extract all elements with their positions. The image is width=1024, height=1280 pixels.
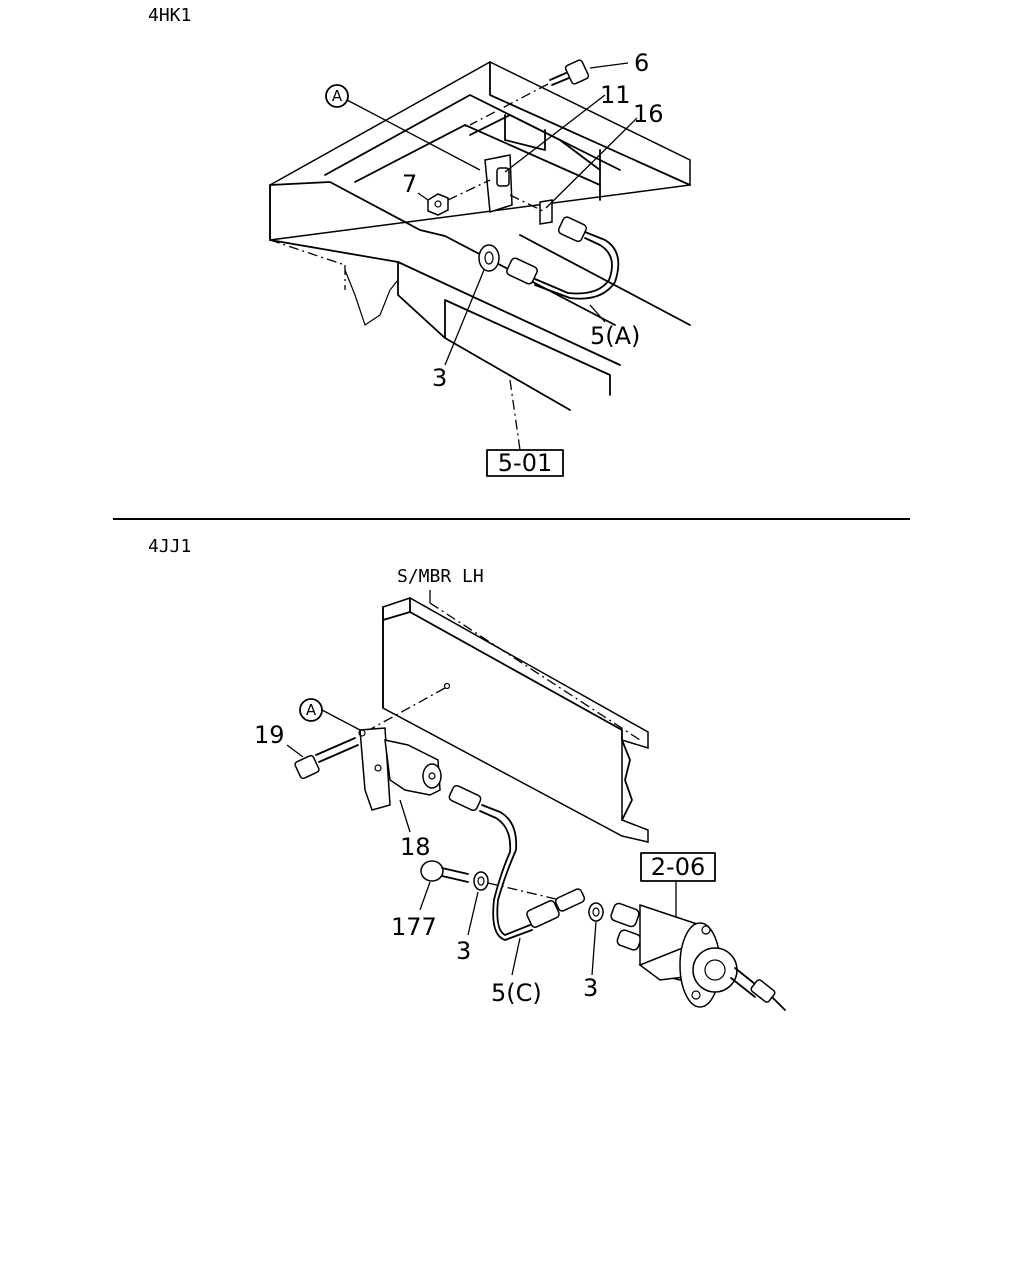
variant-label-4jj1: 4JJ1	[148, 536, 191, 557]
bolt-6	[469, 59, 629, 126]
callout-3-left: 3	[456, 937, 471, 965]
callout-3-right: 3	[583, 974, 598, 1002]
member-label: S/MBR LH	[397, 566, 484, 587]
callout-6: 6	[634, 49, 649, 77]
washer-3-right	[588, 902, 604, 976]
variant-label-4hk1: 4HK1	[148, 5, 191, 26]
circle-mark-a-bottom	[299, 698, 323, 722]
circle-mark-a-top	[325, 84, 349, 108]
frame-crossmember	[269, 61, 691, 411]
bracket-11	[484, 94, 606, 213]
callout-11: 11	[600, 81, 631, 109]
ref-box-5-01-label: 5-01	[498, 449, 552, 477]
callout-18: 18	[400, 833, 431, 861]
callout-3-top: 3	[432, 364, 447, 392]
side-member-lh	[359, 597, 649, 843]
washer-3	[444, 244, 500, 366]
bolt-19	[286, 737, 359, 780]
pipe-5a	[506, 216, 620, 323]
section-4jj1: 4JJ1 S/MBR LH	[148, 536, 786, 1011]
leader-circle-a	[346, 99, 481, 171]
slave-cylinder	[610, 880, 786, 1011]
callout-177: 177	[391, 913, 437, 941]
pipe-5c	[448, 784, 586, 976]
callout-5c: 5(C)	[491, 979, 542, 1007]
bolt-177	[419, 860, 469, 911]
callout-7: 7	[402, 170, 417, 198]
clip-16	[539, 117, 638, 225]
ref-box-2-06-label: 2-06	[651, 853, 705, 881]
section-4hk1: 4HK1	[148, 5, 691, 477]
bracket-18	[358, 727, 442, 833]
callout-19: 19	[254, 721, 285, 749]
circle-mark-a-bottom-label: A	[306, 701, 317, 719]
callout-5a: 5(A)	[590, 322, 640, 350]
circle-mark-a-top-label: A	[332, 87, 343, 105]
washer-3-left	[467, 871, 489, 936]
ref-box-2-06	[640, 852, 716, 882]
callout-16: 16	[633, 100, 664, 128]
nut-7	[417, 179, 491, 216]
ref-box-5-01	[486, 449, 564, 477]
